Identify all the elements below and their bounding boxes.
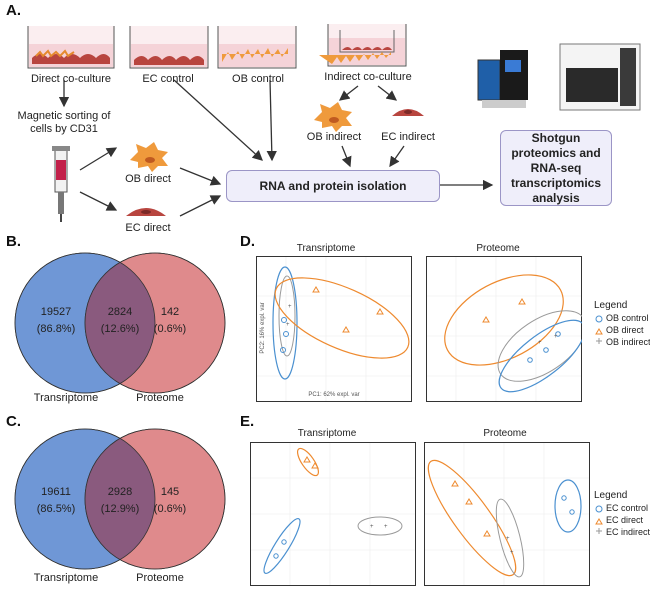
- ob-direct-cell-icon: [130, 142, 168, 172]
- svg-text:+: +: [554, 334, 558, 340]
- legend-ec-indirect-marker: [596, 528, 602, 534]
- legend-ec-direct-marker: [595, 518, 603, 525]
- pca-ob-transcriptome-title: Transriptome: [296, 243, 356, 254]
- venn-ec-overlap-count: 2928: [107, 486, 133, 498]
- pca-ec-proteome-title: Proteome: [483, 428, 527, 439]
- direct-coculture-label: Direct co-culture: [30, 73, 112, 85]
- pca-ob-ylabel: PC2: 16% expl. var: [260, 302, 266, 353]
- ec-indirect-label: EC indirect: [381, 131, 435, 143]
- proteomics-transcriptomics-box: Shotgun proteomics and RNA-seq transcrip…: [500, 130, 612, 206]
- panel-e-label: E.: [240, 413, 255, 430]
- legend-ob-direct-marker: [595, 328, 603, 335]
- rna-protein-isolation-box: RNA and protein isolation: [226, 170, 440, 202]
- svg-text:+: +: [510, 550, 514, 556]
- pca-ec-transcriptome-plot: + +: [250, 442, 416, 586]
- ec-direct-cell-icon: [126, 208, 166, 216]
- panel-a-label: A.: [6, 2, 21, 19]
- pca-ob-xlabel: PC1: 62% expl. var: [308, 392, 359, 398]
- pca-ob-transcriptome-plot: + + PC1: 62% expl. var PC2: 16% expl. va…: [256, 256, 412, 402]
- svg-text:+: +: [538, 340, 542, 346]
- ec-control-label: EC control: [142, 73, 194, 85]
- legend-ob-indirect-marker: [596, 338, 602, 344]
- sequencer-icon: [559, 43, 641, 111]
- pca-ob-legend-0: OB control: [606, 313, 649, 323]
- svg-text:+: +: [506, 536, 510, 542]
- venn-ec-transcriptome-only: 19611: [41, 486, 71, 498]
- panel-a-schematic: [27, 24, 641, 222]
- pca-ob-legend-symbols: [595, 315, 603, 344]
- pca-ec-legend-0: EC control: [606, 503, 649, 513]
- svg-text:+: +: [384, 524, 388, 530]
- indirect-coculture-dish: [319, 24, 407, 67]
- venn-ec-overlap-pct: (12.9%): [100, 503, 140, 515]
- venn-ob-proteome-only: 142: [160, 306, 180, 318]
- panel-b-label: B.: [6, 233, 21, 250]
- pca-ob-legend-2: OB indirect: [606, 337, 650, 347]
- pca-ec-legend-2: EC indirect: [606, 527, 650, 537]
- venn-ob-proteome-pct: (0.6%): [153, 323, 187, 335]
- venn-ob-proteome-label: Proteome: [136, 392, 184, 404]
- svg-text:+: +: [286, 322, 290, 328]
- pca-ec-transcriptome-title: Transriptome: [297, 428, 357, 439]
- venn-ec-transcriptome-pct: (86.5%): [36, 503, 76, 515]
- pca-ob-proteome-title: Proteome: [476, 243, 520, 254]
- venn-ob: [14, 252, 226, 394]
- ec-control-dish: [129, 26, 209, 69]
- venn-ob-overlap-pct: (12.6%): [100, 323, 140, 335]
- venn-ec-proteome-only: 145: [160, 486, 180, 498]
- mass-spectrometer-icon: [477, 50, 528, 108]
- ob-control-dish: [217, 26, 297, 69]
- venn-ob-transcriptome-only: 19527: [40, 306, 72, 318]
- pca-ec-legend-title: Legend: [594, 490, 628, 501]
- pca-ob-legend-1: OB direct: [606, 325, 644, 335]
- indirect-coculture-label: Indirect co-culture: [324, 71, 412, 83]
- pca-ob-proteome-plot: + +: [426, 256, 582, 402]
- legend-ob-control-marker: [595, 315, 603, 323]
- ec-direct-label: EC direct: [125, 222, 171, 234]
- ec-indirect-cell-icon: [392, 109, 424, 116]
- venn-ec-transcriptome-label: Transriptome: [33, 572, 99, 584]
- pca-ob-legend-title: Legend: [594, 300, 628, 311]
- pca-ec-legend-1: EC direct: [606, 515, 644, 525]
- panel-c-label: C.: [6, 413, 21, 430]
- venn-ec: [14, 428, 226, 570]
- legend-ec-control-marker: [595, 505, 603, 513]
- pca-ec-legend-symbols: [595, 505, 603, 534]
- venn-ob-overlap: [85, 253, 155, 393]
- pca-ec-proteome-plot: + +: [424, 442, 590, 586]
- venn-ob-transcriptome-label: Transriptome: [33, 392, 99, 404]
- venn-ob-transcriptome-pct: (86.8%): [36, 323, 76, 335]
- venn-ec-proteome-label: Proteome: [136, 572, 184, 584]
- direct-coculture-dish: [27, 26, 115, 69]
- ob-indirect-label: OB indirect: [306, 131, 362, 143]
- magnetic-sorting-syringe-icon: [52, 146, 70, 222]
- ob-direct-label: OB direct: [125, 173, 171, 185]
- venn-ec-proteome-pct: (0.6%): [153, 503, 187, 515]
- venn-ec-overlap: [85, 429, 155, 569]
- magnetic-sorting-label: Magnetic sorting of cells by CD31: [17, 110, 111, 135]
- ob-control-label: OB control: [232, 73, 284, 85]
- svg-text:+: +: [370, 524, 374, 530]
- ob-indirect-cell-icon: [314, 102, 352, 132]
- svg-text:+: +: [288, 304, 292, 310]
- panel-d-label: D.: [240, 233, 255, 250]
- venn-ob-overlap-count: 2824: [107, 306, 133, 318]
